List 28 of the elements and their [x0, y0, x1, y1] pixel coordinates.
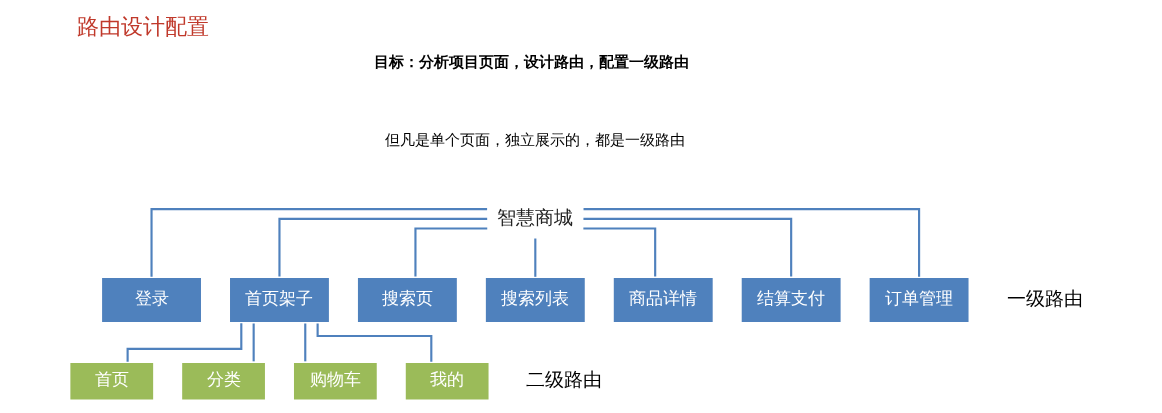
node-box: 订单管理 — [867, 275, 971, 325]
node-box: 我的 — [403, 360, 491, 402]
node-box: 登录 — [99, 275, 204, 325]
connector — [583, 227, 657, 277]
connector — [252, 323, 255, 362]
connector — [304, 323, 307, 362]
label: 二级路由 — [526, 367, 603, 391]
diagram-title: 路由设计配置 — [77, 13, 210, 39]
connector — [278, 217, 488, 277]
node-box: 首页架子 — [227, 275, 332, 325]
connector — [583, 217, 793, 277]
node-box: 结算支付 — [739, 275, 843, 325]
connector — [583, 208, 921, 277]
node-box: 首页 — [68, 360, 156, 402]
node-box: 购物车 — [291, 360, 379, 402]
node-box: 商品详情 — [611, 275, 715, 325]
label: 目标：分析项目页面，设计路由，配置一级路由 — [374, 52, 690, 71]
connector — [414, 227, 488, 277]
connector — [150, 208, 488, 277]
node-box: 搜索页 — [355, 275, 459, 325]
label: 一级路由 — [1006, 286, 1083, 310]
connector — [534, 238, 537, 277]
connector — [126, 323, 243, 362]
node-box: 搜索列表 — [483, 275, 587, 325]
label: 但凡是单个页面，独立展示的，都是一级路由 — [385, 131, 686, 150]
node-text: 智慧商城 — [497, 205, 574, 229]
node-box: 分类 — [180, 360, 268, 402]
connector — [316, 323, 433, 362]
